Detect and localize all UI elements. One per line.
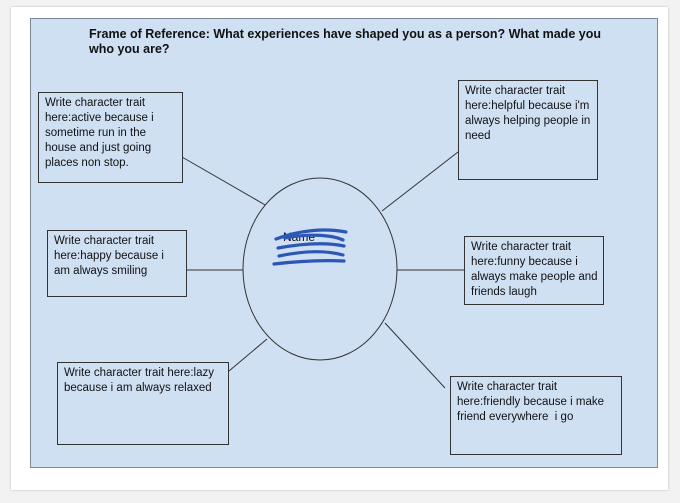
trait-box-lazy: Write character trait here:lazy because … [57,362,229,445]
trait-box-friendly: Write character trait here:friendly beca… [450,376,622,455]
trait-box-active: Write character trait here:active becaus… [38,92,183,183]
trait-box-helpful: Write character trait here:helpful becau… [458,80,598,180]
trait-box-funny: Write character trait here:funny because… [464,236,604,305]
connector-line [381,151,459,212]
connector-line [228,338,268,372]
page-title: Frame of Reference: What experiences hav… [89,27,601,56]
scribble-redaction [272,228,348,266]
connector-line [181,156,268,207]
trait-box-happy: Write character trait here:happy because… [47,230,187,297]
connector-line [384,322,446,389]
center-oval [242,177,398,361]
